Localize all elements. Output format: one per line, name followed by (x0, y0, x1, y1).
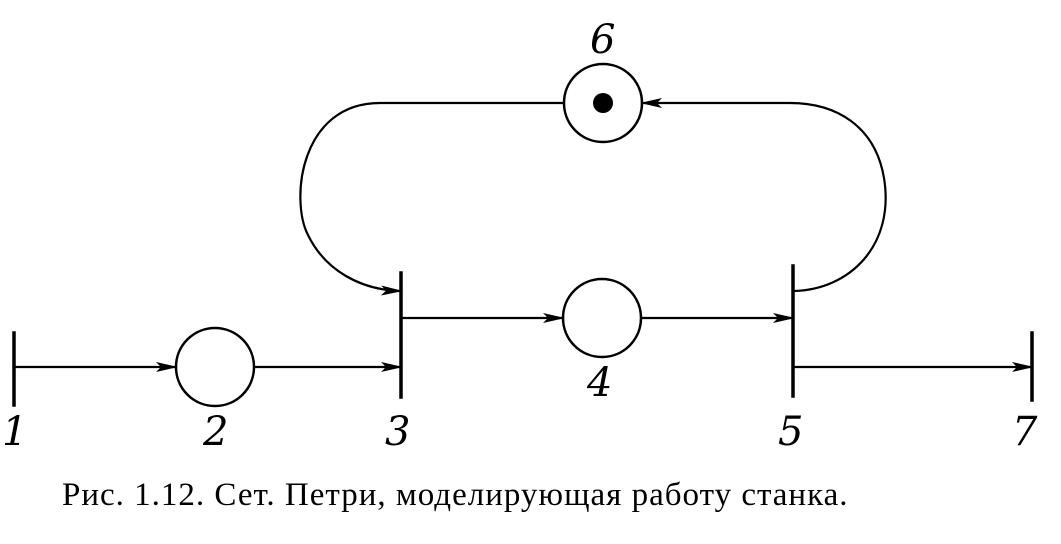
token-place-6 (593, 93, 613, 113)
place-4 (561, 277, 643, 359)
label-transition-5: 5 (778, 409, 803, 455)
label-transition-1: 1 (2, 409, 27, 455)
label-transition-3: 3 (385, 409, 410, 455)
figure-caption: Рис. 1.12. Сет. Петри, моделирующая рабо… (62, 477, 849, 513)
arc-5-to-6 (640, 98, 887, 293)
arc-6-to-3 (299, 101, 564, 296)
label-place-6: 6 (590, 17, 615, 63)
label-transition-7: 7 (1012, 409, 1038, 455)
place-2 (174, 326, 256, 408)
label-place-4: 4 (586, 360, 612, 406)
label-place-2: 2 (202, 409, 228, 455)
